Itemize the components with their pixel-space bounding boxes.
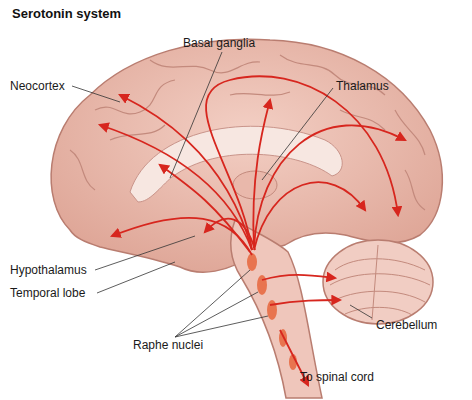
raphe-nuclei-shape xyxy=(247,253,297,370)
cerebellum-shape xyxy=(323,240,433,324)
part-label: Raphe nuclei xyxy=(133,338,203,352)
cerebrum-shape xyxy=(51,39,442,272)
projection-arrows xyxy=(100,76,405,385)
gyri-lines xyxy=(70,55,425,210)
part-label: Basal ganglia xyxy=(183,36,255,50)
part-label: To spinal cord xyxy=(300,370,374,384)
cerebellum-folia xyxy=(330,245,430,320)
part-label: Cerebellum xyxy=(376,318,437,332)
corpus-callosum xyxy=(130,126,342,202)
part-label: Temporal lobe xyxy=(10,286,85,300)
diagram-title: Serotonin system xyxy=(12,6,121,21)
part-label: Neocortex xyxy=(10,79,65,93)
leader-lines xyxy=(72,52,372,337)
part-label: Hypothalamus xyxy=(10,263,87,277)
part-label: Thalamus xyxy=(336,79,389,93)
